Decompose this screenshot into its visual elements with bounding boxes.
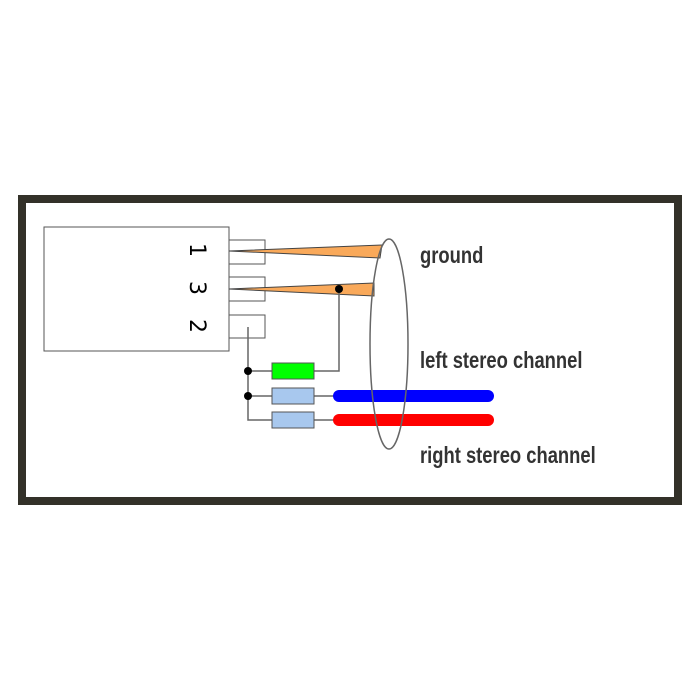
junction-dot [335,285,343,293]
pin-label-3: 3 [184,281,209,295]
resistor-green [271,362,315,380]
pin-label-2: 2 [184,319,209,333]
pin3-link-wire [314,289,340,372]
pin-label-1: 1 [184,243,209,257]
junction-dot [244,367,252,375]
pin2-bus-wire [247,327,272,421]
pin-2-terminal [228,314,266,339]
label-right-channel: right stereo channel [420,443,596,468]
label-left-channel: left stereo channel [420,348,582,373]
ground-wire [228,244,383,259]
resistor-left [271,387,315,405]
resistor-right [271,411,315,429]
label-ground: ground [420,243,483,268]
cable-bundle-ellipse [369,238,409,450]
junction-dot [244,392,252,400]
connector-body [43,226,230,352]
